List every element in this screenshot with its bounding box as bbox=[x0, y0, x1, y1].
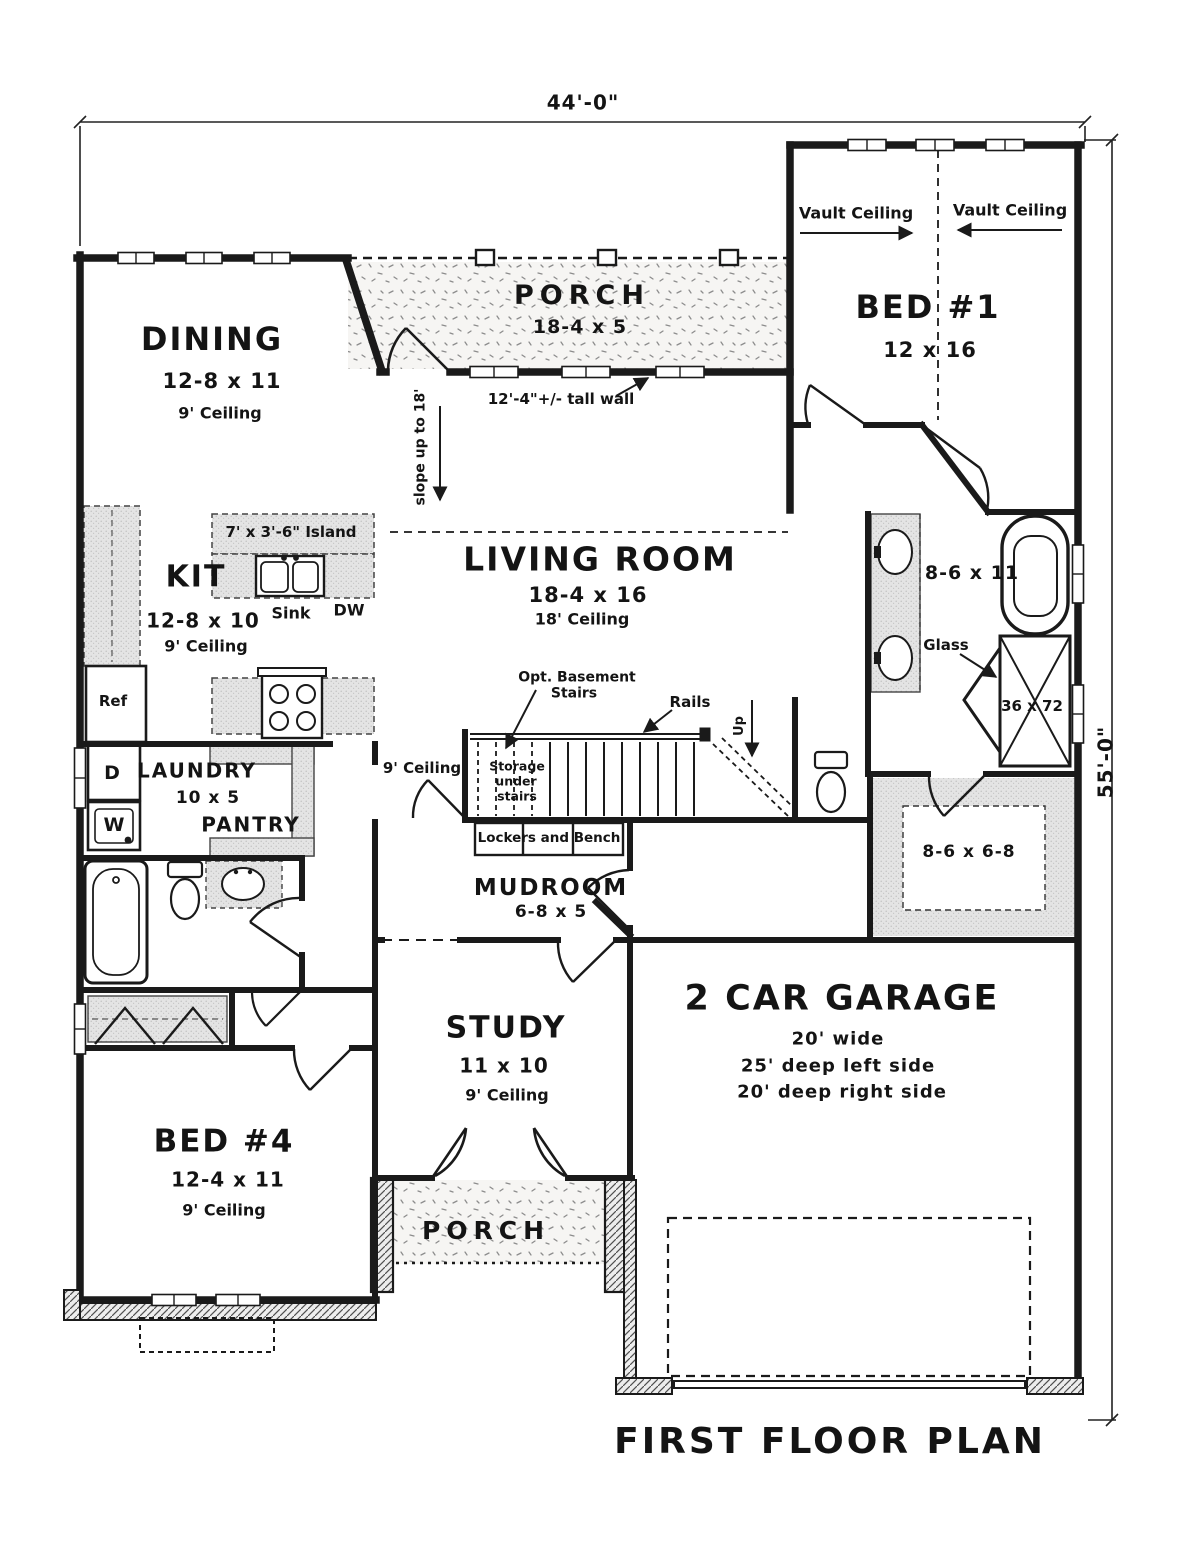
bath2-tub-icon bbox=[83, 859, 149, 985]
plan-title: FIRST FLOOR PLAN bbox=[614, 1421, 1046, 1463]
room-mudroom-size: 6-8 x 5 bbox=[514, 902, 588, 923]
closet1-size: 8-6 x 6-8 bbox=[922, 842, 1016, 863]
fridge-box bbox=[84, 664, 148, 744]
room-laundry-size: 10 x 5 bbox=[175, 788, 241, 809]
up-note: Up bbox=[732, 716, 748, 736]
window-icons bbox=[73, 138, 1085, 1307]
room-bed4: BED #4 bbox=[153, 1123, 295, 1160]
storage-line2: under bbox=[495, 773, 537, 789]
kitchen-sink-icon bbox=[254, 554, 326, 598]
porch-top-floor bbox=[348, 248, 790, 369]
room-porch-top: PORCH bbox=[514, 279, 650, 311]
room-mudroom: MUDROOM bbox=[473, 874, 629, 901]
room-kitchen-ceiling: 9' Ceiling bbox=[164, 636, 248, 656]
room-dining-size: 12-8 x 11 bbox=[162, 368, 282, 393]
rails-arrow bbox=[642, 709, 673, 733]
room-living-size: 18-4 x 16 bbox=[528, 582, 648, 607]
room-study-size: 11 x 10 bbox=[459, 1053, 549, 1078]
room-bed1: BED #1 bbox=[855, 288, 1001, 327]
dashed-lines bbox=[139, 150, 1032, 1378]
storage-line1: Storage bbox=[489, 758, 545, 774]
bath1-tub-icon bbox=[1000, 514, 1070, 636]
room-bed4-size: 12-4 x 11 bbox=[171, 1167, 285, 1192]
garage-door-threshold bbox=[672, 1380, 1027, 1389]
garage-note2: 25' deep left side bbox=[740, 1055, 936, 1077]
tall-wall-note: 12'-4"+/- tall wall bbox=[487, 390, 635, 409]
opt-basement-line1: Opt. Basement bbox=[518, 669, 636, 686]
room-bed4-ceiling: 9' Ceiling bbox=[182, 1200, 266, 1220]
room-living: LIVING ROOM bbox=[463, 539, 737, 579]
room-laundry: LAUNDRY bbox=[137, 758, 257, 783]
room-living-ceiling: 18' Ceiling bbox=[534, 609, 630, 629]
door-swings bbox=[249, 327, 990, 1179]
dw-note: DW bbox=[333, 600, 365, 620]
room-pantry: PANTRY bbox=[201, 812, 301, 837]
lockers-bench bbox=[473, 821, 625, 857]
opt-basement-line2: Stairs bbox=[550, 685, 598, 702]
bath1-vanity bbox=[870, 513, 921, 693]
room-porch-top-size: 18-4 x 5 bbox=[532, 316, 628, 339]
basement-stairs-arrow bbox=[505, 689, 537, 750]
linen-closet bbox=[87, 995, 228, 1045]
island-note: 7' x 3'-6" Island bbox=[225, 523, 357, 542]
closet-shelving bbox=[873, 778, 1076, 936]
dimension-lines bbox=[73, 115, 1119, 1427]
pantry-shelving bbox=[209, 745, 315, 857]
room-kitchen-size: 12-8 x 10 bbox=[146, 608, 260, 633]
lockers-note: Lockers and Bench bbox=[477, 829, 621, 846]
stove-icon bbox=[257, 667, 327, 740]
dryer-box bbox=[86, 742, 142, 802]
dimension-top: 44'-0" bbox=[546, 90, 620, 115]
room-study: STUDY bbox=[445, 1010, 567, 1046]
sink-note: Sink bbox=[271, 603, 311, 623]
ref-note: Ref bbox=[98, 692, 128, 711]
slope-note: slope up to 18' bbox=[412, 388, 429, 506]
dimension-right: 55'-0" bbox=[1093, 725, 1118, 799]
dryer-note: D bbox=[104, 762, 120, 785]
room-study-ceiling: 9' Ceiling bbox=[465, 1085, 549, 1105]
glass-note: Glass bbox=[923, 636, 969, 655]
wc-toilet-icon bbox=[813, 750, 849, 814]
garage-note3: 20' deep right side bbox=[737, 1081, 947, 1103]
room-bed1-size: 12 x 16 bbox=[883, 337, 977, 362]
annotation-arrows bbox=[432, 222, 1062, 758]
glass-arrow bbox=[959, 653, 998, 678]
bath2-toilet-icon bbox=[166, 860, 204, 921]
bath2-vanity bbox=[205, 860, 283, 909]
stairs-ceiling-note: 9' Ceiling bbox=[382, 759, 462, 778]
washer-box bbox=[86, 800, 142, 852]
bath1-size: 8-6 x 11 bbox=[924, 562, 1020, 585]
room-dining-ceiling: 9' Ceiling bbox=[178, 403, 262, 423]
garage-note1: 20' wide bbox=[791, 1028, 885, 1050]
exterior-hatch-bands bbox=[63, 1179, 1084, 1395]
vault-ceiling-left: Vault Ceiling bbox=[798, 203, 914, 223]
tall-wall-arrow bbox=[615, 377, 650, 397]
room-porch-bottom: PORCH bbox=[421, 1215, 551, 1245]
vault-ceiling-right: Vault Ceiling bbox=[952, 200, 1068, 220]
shower-size-note: 36 x 72 bbox=[1001, 697, 1063, 716]
room-dining: DINING bbox=[140, 320, 284, 359]
room-garage: 2 CAR GARAGE bbox=[684, 978, 1000, 1019]
rails-note: Rails bbox=[669, 693, 711, 712]
washer-note: W bbox=[103, 814, 125, 837]
storage-line3: stairs bbox=[497, 788, 537, 804]
room-kitchen: KIT bbox=[165, 559, 227, 595]
